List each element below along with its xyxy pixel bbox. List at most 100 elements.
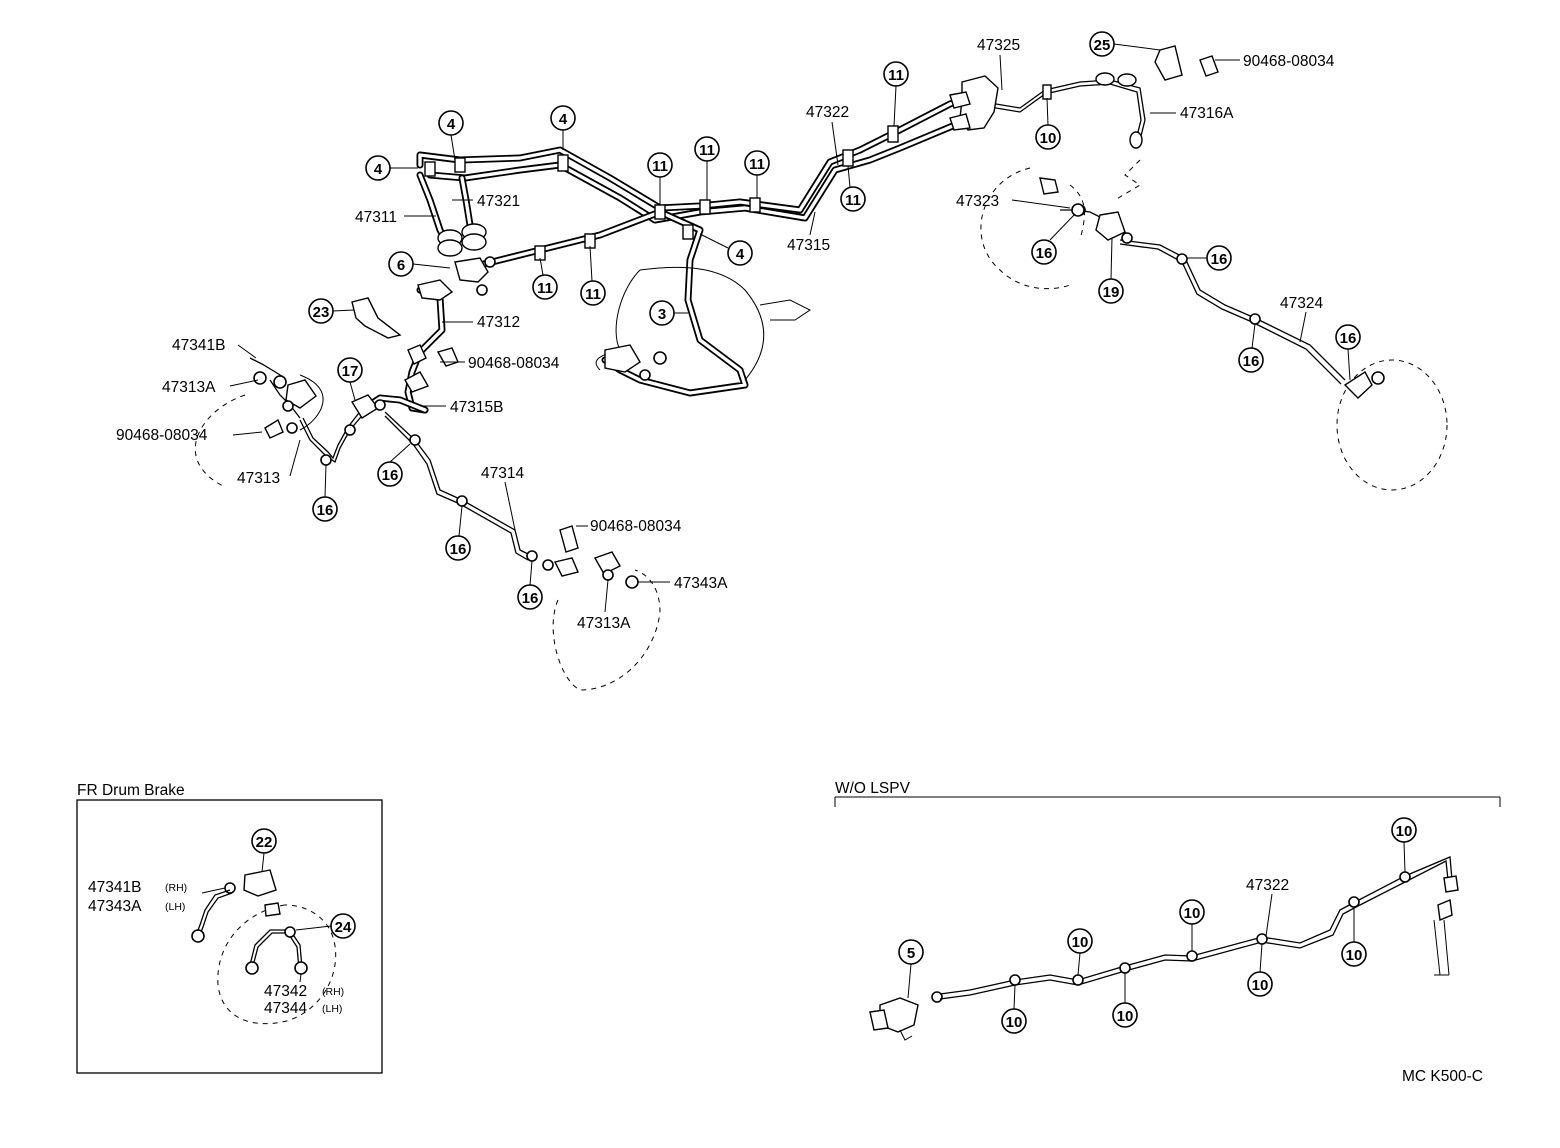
label-90468-08034-top: 90468-08034 — [1243, 53, 1335, 70]
rear-right-brake — [980, 167, 1448, 491]
callout-16: 16 — [1335, 324, 1361, 381]
wo-label-47322: 47322 — [1246, 877, 1289, 894]
callout-10: 10 — [1067, 928, 1093, 976]
svg-text:11: 11 — [845, 192, 861, 209]
callout-4: 4 — [550, 105, 576, 150]
callout-23: 23 — [308, 298, 355, 324]
lspv-valve-assembly — [949, 45, 1219, 201]
inset-rh-2: (RH) — [322, 986, 344, 998]
svg-text:5: 5 — [907, 945, 915, 962]
front-left-brake — [194, 371, 386, 488]
label-90468-08034-mid: 90468-08034 — [468, 355, 560, 372]
svg-text:11: 11 — [585, 286, 601, 303]
callout-3: 3 — [649, 300, 688, 326]
callout-6: 6 — [388, 251, 451, 277]
inset-label-47342: 47342 — [264, 983, 307, 1000]
svg-text:16: 16 — [1243, 353, 1260, 370]
callout-10: 10 — [1179, 899, 1205, 951]
svg-text:10: 10 — [1040, 130, 1057, 147]
label-47316A: 47316A — [1180, 105, 1234, 122]
inset-lh-1: (LH) — [165, 901, 185, 913]
label-47321: 47321 — [477, 193, 520, 210]
callout-4: 4 — [365, 155, 418, 181]
label-47312: 47312 — [477, 314, 520, 331]
front-right-brake — [595, 266, 811, 381]
callout-4: 4 — [699, 233, 753, 266]
svg-text:23: 23 — [313, 304, 330, 321]
svg-text:16: 16 — [317, 502, 334, 519]
svg-text:3: 3 — [658, 306, 666, 323]
label-47323: 47323 — [956, 193, 999, 210]
callout-17: 17 — [337, 357, 363, 401]
callout-10: 10 — [1001, 984, 1027, 1034]
callout-11: 11 — [647, 152, 673, 205]
inset-label-47344: 47344 — [264, 1000, 307, 1017]
svg-text:10: 10 — [1184, 905, 1201, 922]
fr-drum-brake-title: FR Drum Brake — [77, 782, 185, 799]
callout-10: 10 — [1391, 817, 1417, 873]
label-47311: 47311 — [355, 209, 397, 226]
wo-lspv-section: W/O LSPV 5 10 10 10 10 10 10 10 47322 — [834, 780, 1501, 1041]
callout-25: 25 — [1089, 31, 1161, 57]
bracket-23 — [264, 297, 579, 553]
callout-numbers: 4 4 4 4 11 11 11 11 11 11 11 6 3 23 17 1… — [308, 31, 1361, 610]
callout-10: 10 — [1112, 973, 1138, 1028]
label-47313: 47313 — [237, 470, 280, 487]
inset-lh-2: (LH) — [322, 1003, 342, 1015]
label-47341B: 47341B — [172, 337, 225, 354]
label-47314: 47314 — [481, 465, 524, 482]
inset-rh-1: (RH) — [165, 882, 187, 894]
callout-11: 11 — [744, 150, 770, 198]
label-90468-08034-left: 90468-08034 — [116, 427, 208, 444]
callout-10: 10 — [1035, 97, 1061, 150]
label-47343A: 47343A — [674, 575, 728, 592]
svg-text:10: 10 — [1396, 823, 1413, 840]
svg-text:16: 16 — [1340, 330, 1357, 347]
label-47313A-bot: 47313A — [577, 615, 631, 632]
callout-19: 19 — [1098, 237, 1124, 304]
svg-text:24: 24 — [335, 919, 352, 936]
svg-text:10: 10 — [1252, 977, 1269, 994]
callout-11: 11 — [694, 136, 720, 200]
single-brake-lines — [249, 79, 1346, 561]
callout-10: 10 — [1247, 943, 1273, 997]
svg-text:19: 19 — [1103, 284, 1120, 301]
part-number-labels: 47325 90468-08034 47316A 47322 47321 473… — [116, 37, 1335, 632]
callout-24: 24 — [295, 913, 356, 939]
callout-11: 11 — [580, 245, 606, 306]
svg-text:10: 10 — [1117, 1008, 1134, 1025]
wo-lspv-title: W/O LSPV — [835, 780, 911, 797]
callout-11: 11 — [883, 61, 909, 127]
svg-text:16: 16 — [450, 541, 467, 558]
tube-clamps — [320, 84, 1261, 562]
svg-text:11: 11 — [652, 158, 668, 175]
callout-16: 16 — [377, 443, 411, 487]
callout-10: 10 — [1341, 907, 1367, 967]
svg-text:4: 4 — [447, 116, 456, 133]
svg-text:11: 11 — [888, 67, 904, 84]
callout-22: 22 — [251, 828, 277, 873]
callout-11: 11 — [840, 165, 866, 212]
label-47325: 47325 — [977, 37, 1020, 54]
figure-code: MC K500-C — [1402, 1068, 1483, 1085]
svg-text:11: 11 — [537, 280, 553, 297]
svg-text:17: 17 — [342, 363, 359, 380]
svg-text:4: 4 — [374, 161, 383, 178]
callout-16: 16 — [517, 560, 543, 610]
label-47315: 47315 — [787, 237, 830, 254]
callout-5: 5 — [898, 939, 924, 999]
svg-text:16: 16 — [1036, 245, 1053, 262]
svg-text:16: 16 — [1211, 251, 1228, 268]
callout-16: 16 — [1238, 323, 1264, 373]
svg-text:10: 10 — [1072, 934, 1089, 951]
svg-text:4: 4 — [736, 246, 745, 263]
svg-text:25: 25 — [1094, 37, 1111, 54]
master-cylinder-fittings — [404, 223, 496, 393]
svg-text:10: 10 — [1006, 1014, 1023, 1031]
svg-text:10: 10 — [1346, 947, 1363, 964]
svg-text:11: 11 — [699, 142, 715, 159]
inset-label-47343A: 47343A — [88, 898, 142, 915]
callout-16: 16 — [445, 505, 471, 561]
svg-text:4: 4 — [559, 111, 568, 128]
